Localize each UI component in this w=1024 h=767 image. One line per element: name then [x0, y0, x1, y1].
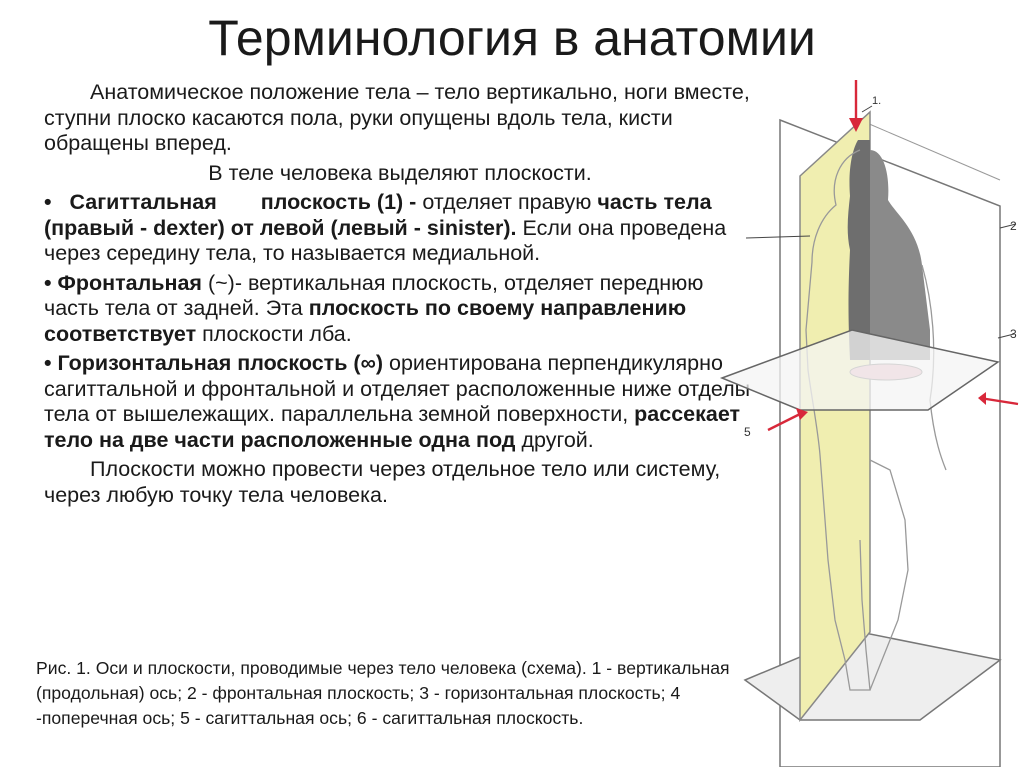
figure-label-2: 2	[1010, 219, 1017, 233]
body-outline	[805, 149, 871, 691]
transverse-axis-arrow	[979, 396, 1019, 406]
paragraph-closing: Плоскости можно провести через отдельное…	[44, 457, 721, 507]
bullet-horizontal-rest: другой.	[521, 427, 594, 452]
term-frontal: Фронтальная	[57, 270, 202, 295]
term-sagittal-plane: плоскость (1) -	[260, 190, 417, 214]
term-sagittal: Сагиттальная	[69, 190, 217, 214]
sagittal-axis-arrow	[767, 410, 805, 432]
bullet-dot: •	[44, 270, 52, 295]
paragraph-planes-intro: В теле человека выделяют плоскости.	[208, 160, 592, 185]
frontal-plane	[779, 118, 1001, 767]
arm-outline-right	[921, 264, 947, 471]
horizontal-plane	[719, 329, 1000, 411]
bullet-horizontal: • Горизонтальная плоскость (∞) ориентиро…	[44, 351, 756, 453]
figure-label-1: 1.	[872, 95, 881, 107]
body-text: Анатомическое положение тела – тело верт…	[44, 80, 756, 508]
bullet-frontal-bold: плоскость по своему направлению соответс…	[44, 296, 687, 346]
bullet-frontal-rest: плоскости лба.	[202, 321, 352, 346]
body-section-right	[870, 150, 930, 360]
bullet-frontal-text: (~)- вертикальная плоскость, отделяет пе…	[44, 270, 704, 321]
sagittal-plane	[799, 110, 871, 723]
figure-caption: Рис. 1. Оси и плоскости, проводимые чере…	[36, 658, 730, 728]
bullet-sagittal-bold: часть тела (правый - dexter) от левой (л…	[44, 190, 712, 240]
floor-plane	[743, 631, 1002, 721]
page-title: Терминология в анатомии	[208, 10, 816, 66]
body-section	[847, 140, 870, 360]
paragraph-anatomical-position: Анатомическое положение тела – тело верт…	[44, 80, 750, 155]
bullet-horizontal-text: ориентирована перпендикулярно сагиттальн…	[44, 351, 751, 426]
bullet-horizontal-bold: рассекает тело на две части расположенны…	[44, 402, 741, 452]
figure-label-3: 3	[1010, 327, 1017, 341]
bullet-sagittal-text: отделяет правую	[422, 190, 592, 214]
body-outline-right	[869, 459, 909, 691]
bullet-dot: •	[44, 190, 52, 214]
term-horizontal: Горизонтальная плоскость (∞)	[57, 351, 384, 375]
bullet-sagittal: • Сагиттальная плоскость (1) - отделяет п…	[44, 190, 756, 267]
bullet-sagittal-rest: Если она проведена через середину тела, …	[44, 215, 727, 266]
bullet-dot: •	[44, 351, 52, 375]
waist-section	[849, 363, 923, 381]
bullet-frontal: • Фронтальная (~)- вертикальная плоскост…	[44, 271, 756, 348]
